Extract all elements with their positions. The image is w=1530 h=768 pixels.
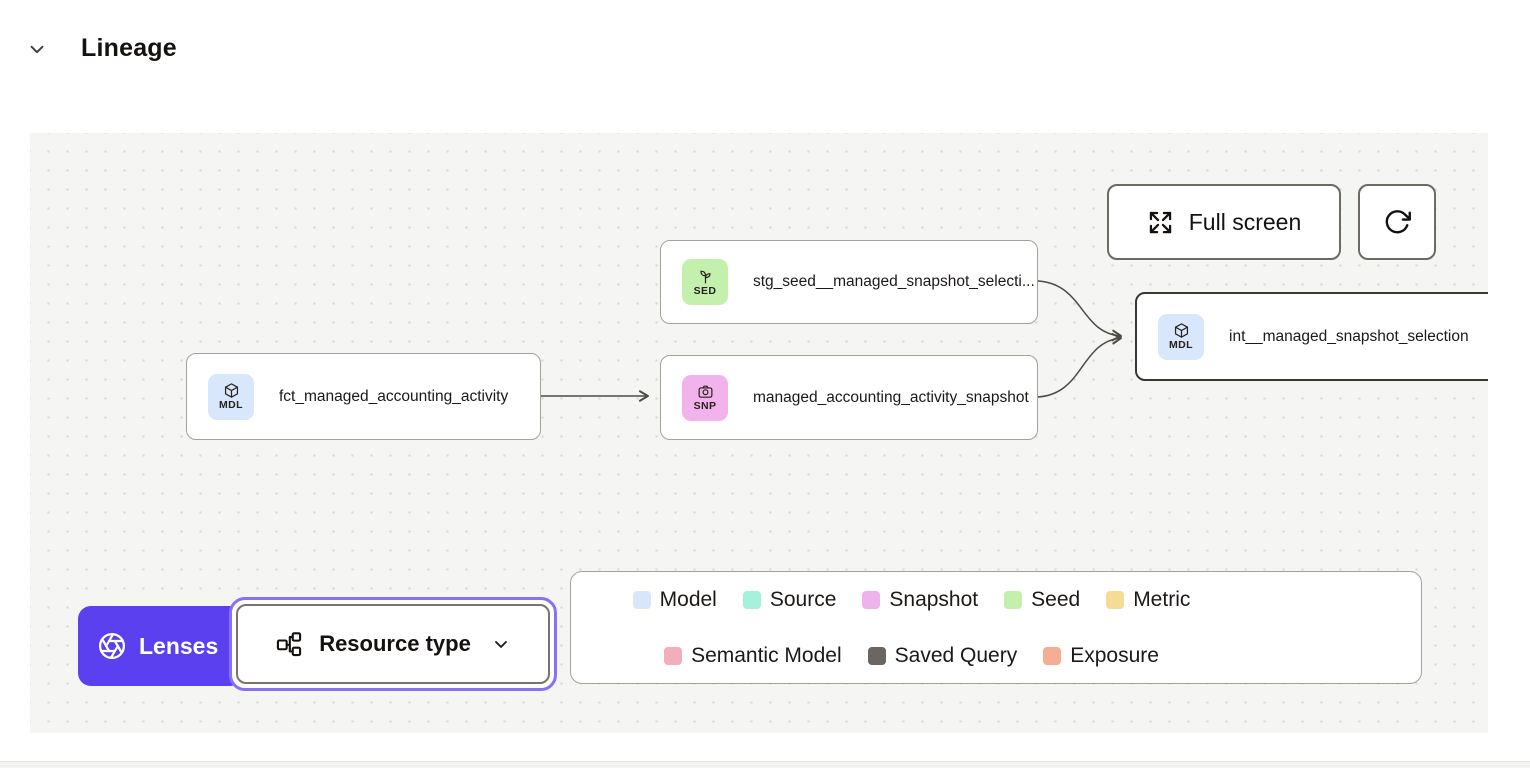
hierarchy-icon <box>277 632 302 657</box>
aperture-icon <box>99 633 125 659</box>
camera-icon <box>698 385 712 398</box>
cube-icon <box>1174 323 1188 338</box>
legend-item-seed: Seed <box>1004 588 1080 612</box>
node-label: fct_managed_accounting_activity <box>279 387 509 405</box>
legend-label: Model <box>659 587 717 611</box>
lineage-section-header: Lineage <box>26 34 177 63</box>
node-fct-managed-accounting-activity[interactable]: MDL fct_managed_accounting_activity <box>186 353 541 440</box>
node-badge-label: MDL <box>1169 339 1193 351</box>
saved-query-color-swatch <box>867 646 886 665</box>
lineage-canvas[interactable]: SED stg_seed__managed_snapshot_selecti..… <box>30 133 1488 733</box>
legend-label: Metric <box>1133 587 1191 611</box>
seed-color-swatch <box>1004 590 1023 609</box>
snapshot-type-badge: SNP <box>682 374 728 421</box>
legend-label: Exposure <box>1070 643 1159 667</box>
full-screen-label: Full screen <box>1188 208 1302 235</box>
cube-icon <box>224 383 238 398</box>
snapshot-color-swatch <box>862 590 881 609</box>
edge-seed-to-int <box>1037 280 1123 342</box>
lenses-label: Lenses <box>139 632 219 659</box>
refresh-button[interactable] <box>1358 184 1436 260</box>
legend-label: Source <box>769 587 837 611</box>
expand-arrows-icon <box>1149 211 1171 233</box>
legend-label: Saved Query <box>894 643 1018 667</box>
page-title: Lineage <box>81 34 177 62</box>
source-color-swatch <box>742 590 761 609</box>
legend-label: Seed <box>1031 587 1081 611</box>
legend-item-source: Source <box>742 587 837 612</box>
seedling-icon <box>699 270 711 283</box>
node-stg-seed[interactable]: SED stg_seed__managed_snapshot_selecti..… <box>660 240 1038 324</box>
exposure-color-swatch <box>1043 646 1062 665</box>
legend-label: Semantic Model <box>691 643 842 667</box>
node-badge-label: SED <box>693 284 717 297</box>
chevron-down-icon <box>491 634 511 654</box>
legend-label: Snapshot <box>889 587 979 611</box>
node-label: managed_accounting_activity_snapshot <box>753 388 1029 406</box>
legend-row-1: Model Source Snapshot Seed Metric <box>599 587 1224 613</box>
seed-type-badge: SED <box>682 259 728 305</box>
legend-item-exposure: Exposure <box>1043 644 1159 668</box>
lenses-button[interactable]: Lenses <box>78 606 243 686</box>
resource-type-dropdown[interactable]: Resource type <box>236 604 550 684</box>
node-label: stg_seed__managed_snapshot_selecti... <box>753 273 1035 290</box>
node-managed-accounting-activity-snapshot[interactable]: SNP managed_accounting_activity_snapshot <box>660 355 1038 440</box>
node-label: int__managed_snapshot_selection <box>1229 327 1469 345</box>
semantic-model-color-swatch <box>664 646 683 665</box>
node-badge-label: MDL <box>219 399 243 411</box>
resource-type-focus-ring: Resource type <box>229 597 557 691</box>
section-divider <box>0 761 1530 768</box>
model-color-swatch <box>632 590 651 609</box>
legend-item-snapshot: Snapshot <box>862 588 978 612</box>
node-badge-label: SNP <box>693 400 717 412</box>
legend-item-saved-query: Saved Query <box>867 643 1018 668</box>
legend-item-model: Model <box>632 587 717 612</box>
legend-item-semantic-model: Semantic Model <box>664 644 842 668</box>
legend-item-metric: Metric <box>1106 588 1190 612</box>
chevron-down-icon[interactable] <box>26 38 48 60</box>
metric-color-swatch <box>1106 590 1125 609</box>
node-int-managed-snapshot-selection[interactable]: MDL int__managed_snapshot_selection <box>1135 292 1488 381</box>
legend-row-2: Semantic Model Saved Query Exposure <box>599 643 1224 669</box>
resource-type-label: Resource type <box>319 631 471 656</box>
model-type-badge: MDL <box>1158 313 1204 360</box>
edge-snapshot-to-int <box>1037 333 1123 398</box>
refresh-icon <box>1385 210 1411 234</box>
resource-type-legend: Model Source Snapshot Seed Metric S <box>570 571 1422 684</box>
model-type-badge: MDL <box>208 373 254 420</box>
full-screen-button[interactable]: Full screen <box>1107 184 1341 260</box>
